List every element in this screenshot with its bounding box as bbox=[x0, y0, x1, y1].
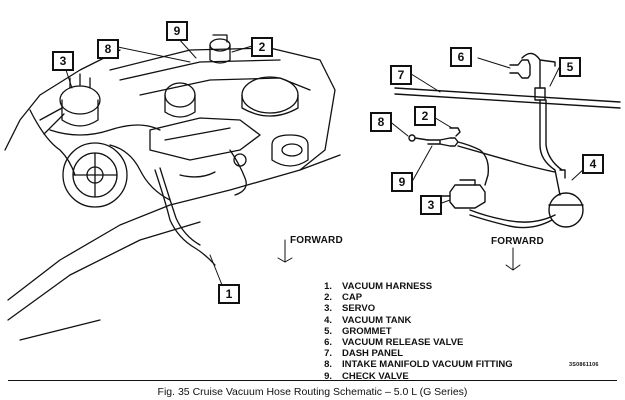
legend-number: 9. bbox=[324, 370, 332, 382]
callout-6-right: 6 bbox=[450, 47, 472, 67]
legend-item: 6. VACUUM RELEASE VALVE bbox=[318, 337, 513, 348]
forward-label-left: FORWARD bbox=[290, 235, 343, 246]
legend-number: 5. bbox=[324, 325, 332, 337]
callout-8-left: 8 bbox=[97, 39, 119, 59]
callout-5-right: 5 bbox=[559, 57, 581, 77]
forward-label-right: FORWARD bbox=[491, 236, 544, 247]
callout-2-right: 2 bbox=[414, 106, 436, 126]
legend-item: 4. VACUUM TANK bbox=[318, 315, 513, 326]
legend-number: 7. bbox=[324, 348, 332, 360]
legend-number: 4. bbox=[324, 314, 332, 326]
legend-label: VACUUM TANK bbox=[342, 314, 412, 326]
callout-2-left: 2 bbox=[251, 37, 273, 57]
legend-label: SERVO bbox=[342, 303, 376, 315]
callout-7-right: 7 bbox=[390, 65, 412, 85]
legend-label: GROMMET bbox=[342, 325, 392, 337]
callout-3-right: 3 bbox=[420, 195, 442, 215]
legend-number: 6. bbox=[324, 337, 332, 349]
legend-label: CHECK VALVE bbox=[342, 370, 409, 382]
part-code: 3S0861106 bbox=[569, 362, 599, 368]
legend-number: 1. bbox=[324, 281, 332, 292]
callout-9-left: 9 bbox=[166, 21, 188, 41]
legend-item: 1. VACUUM HARNESS bbox=[318, 281, 513, 292]
legend-label: VACUUM HARNESS bbox=[342, 281, 433, 292]
legend-label: DASH PANEL bbox=[342, 348, 404, 360]
legend-label: INTAKE MANIFOLD VACUUM FITTING bbox=[342, 359, 513, 371]
legend-number: 2. bbox=[324, 292, 332, 304]
legend-item: 8. INTAKE MANIFOLD VACUUM FITTING bbox=[318, 359, 513, 370]
legend-item: 3. SERVO bbox=[318, 303, 513, 314]
callout-9-right: 9 bbox=[391, 172, 413, 192]
figure-caption: Fig. 35 Cruise Vacuum Hose Routing Schem… bbox=[157, 386, 468, 398]
legend-item: 9. CHECK VALVE bbox=[318, 371, 513, 382]
legend-item: 2. CAP bbox=[318, 292, 513, 303]
caption-rule bbox=[8, 380, 617, 381]
legend-number: 8. bbox=[324, 359, 332, 371]
legend-label: CAP bbox=[342, 292, 363, 304]
callout-1-left: 1 bbox=[218, 284, 240, 304]
legend-item: 5. GROMMET bbox=[318, 326, 513, 337]
callout-8-right: 8 bbox=[370, 112, 392, 132]
callout-4-right: 4 bbox=[582, 154, 604, 174]
callout-3-left: 3 bbox=[52, 51, 74, 71]
parts-legend: 1. VACUUM HARNESS 2. CAP 3. SERVO 4. VACUUM TAN… bbox=[318, 281, 513, 382]
legend-label: VACUUM RELEASE VALVE bbox=[342, 337, 464, 349]
legend-item: 7. DASH PANEL bbox=[318, 348, 513, 359]
legend-number: 3. bbox=[324, 303, 332, 315]
